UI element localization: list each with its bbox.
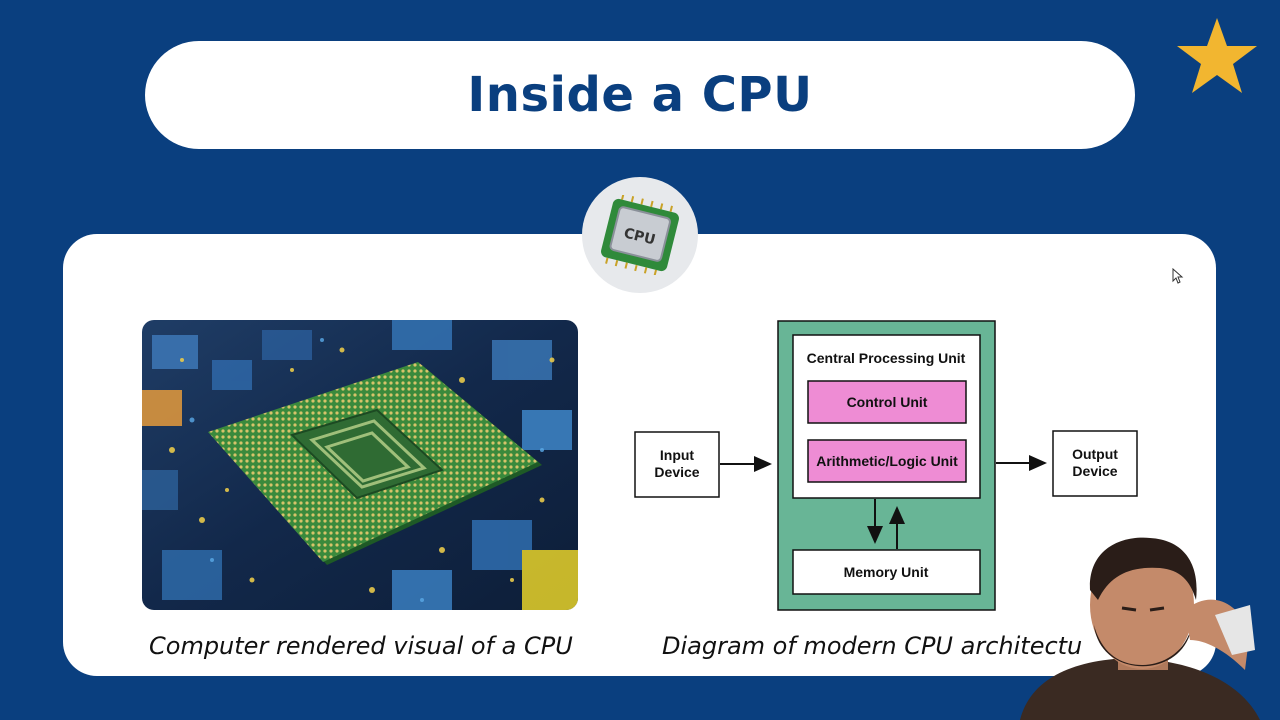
- mouse-cursor-icon: [1172, 268, 1184, 284]
- cpu-icon-label: CPU: [622, 225, 657, 248]
- output-device-label-2: Device: [1072, 463, 1117, 479]
- cpu-render-caption: Computer rendered visual of a CPU: [149, 632, 573, 660]
- architecture-caption: Diagram of modern CPU architectu: [662, 632, 1083, 660]
- cpu-title-label: Central Processing Unit: [807, 350, 966, 366]
- control-unit-label: Control Unit: [847, 394, 928, 410]
- presenter-webcam-overlay: [1020, 537, 1260, 720]
- alu-box: [807, 439, 967, 483]
- slide-title: Inside a CPU: [467, 67, 813, 123]
- input-device-label-1: Input: [660, 447, 695, 463]
- input-device-box: [634, 431, 720, 498]
- title-bar: Inside a CPU: [145, 41, 1135, 149]
- input-device-label-2: Device: [654, 464, 699, 480]
- output-device-box: [1052, 430, 1138, 497]
- cpu-chip-icon: CPU: [601, 195, 679, 275]
- cpu-render-image: [142, 320, 578, 610]
- star-icon: [1177, 18, 1257, 93]
- memory-unit-box: [792, 549, 981, 595]
- cpu-architecture-diagram: Central Processing Unit Control Unit Ari…: [634, 320, 1138, 611]
- memory-unit-label: Memory Unit: [844, 564, 929, 580]
- control-unit-box: [807, 380, 967, 424]
- cpu-badge: CPU: [582, 177, 698, 293]
- output-device-label-1: Output: [1072, 446, 1118, 462]
- alu-label: Arithmetic/Logic Unit: [816, 453, 958, 469]
